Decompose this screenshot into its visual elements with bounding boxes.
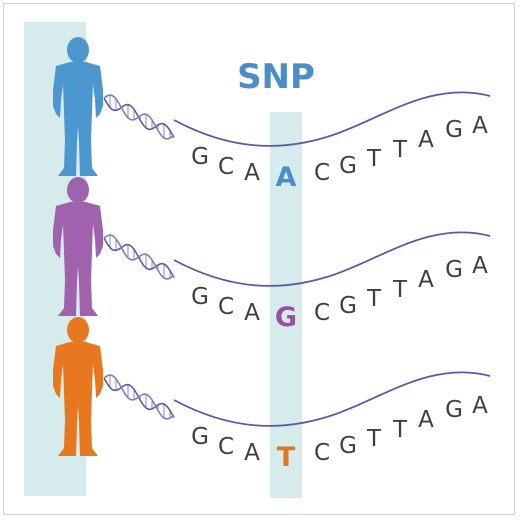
- sequence-letter: G: [339, 153, 357, 179]
- sequence-letter: A: [418, 267, 434, 293]
- sequence-letter: G: [191, 424, 209, 450]
- sequence-letter: T: [366, 426, 382, 452]
- sequence-letter: A: [472, 113, 488, 139]
- sequence-letter: C: [314, 300, 330, 326]
- sequence-letter: T: [392, 417, 408, 443]
- person-icon: [53, 317, 103, 456]
- person-icon: [53, 177, 103, 316]
- sequence-letter: A: [472, 393, 488, 419]
- sequence-letter: T: [392, 137, 408, 163]
- sequence-letter: A: [244, 300, 260, 326]
- sequence-letter: T: [392, 277, 408, 303]
- sequence-letter: C: [314, 440, 330, 466]
- dna-helix-icon: [103, 374, 175, 420]
- sequence-letter: G: [339, 433, 357, 459]
- snp-variant-letter: G: [275, 302, 297, 333]
- sequence-letter: G: [445, 397, 463, 423]
- dna-strand: [173, 231, 491, 287]
- snp-variant-letter: T: [277, 442, 296, 473]
- person-icon: [53, 37, 103, 176]
- dna-helix-icon: [103, 234, 175, 280]
- snp-column-band: [270, 112, 302, 498]
- sequence-letter: T: [366, 146, 382, 172]
- sequence-letter: G: [445, 257, 463, 283]
- sequence-letter: C: [218, 434, 234, 460]
- dna-strand: [173, 371, 491, 427]
- sequence-letter: A: [244, 440, 260, 466]
- sequence-letter: G: [191, 144, 209, 170]
- sequence-letter: C: [218, 294, 234, 320]
- dna-strand: [173, 91, 491, 147]
- sequence-letter: G: [191, 284, 209, 310]
- sequence-letter: A: [418, 127, 434, 153]
- sequence-letter: C: [314, 160, 330, 186]
- snp-variant-letter: A: [276, 162, 297, 193]
- dna-helix-icon: [103, 94, 175, 140]
- sequence-letter: A: [244, 160, 260, 186]
- snp-title: SNP: [237, 57, 315, 97]
- sequence-letter: G: [339, 293, 357, 319]
- sequence-letter: C: [218, 154, 234, 180]
- sequence-letter: T: [366, 286, 382, 312]
- sequence-letter: A: [418, 407, 434, 433]
- sequence-letter: G: [445, 117, 463, 143]
- sequence-letter: A: [472, 253, 488, 279]
